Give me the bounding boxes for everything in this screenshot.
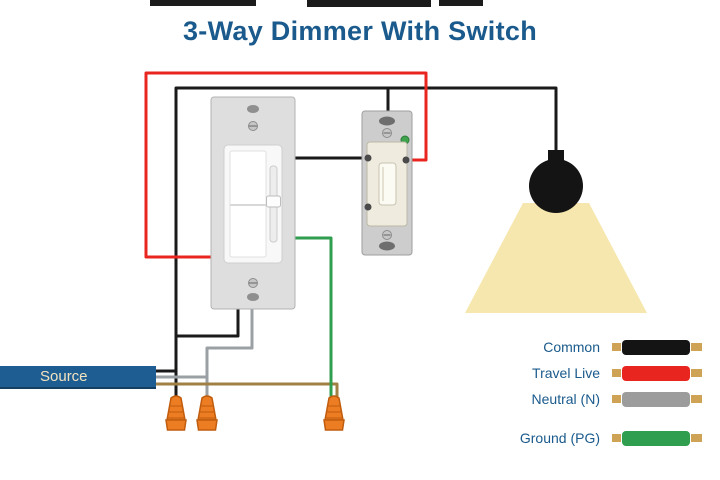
wire-nut-2 [196, 395, 218, 431]
lamp [465, 150, 647, 313]
wire-dimmer-black-tap [176, 306, 240, 338]
toggle-switch [361, 110, 413, 256]
legend-row-ground: Ground (PG) [520, 429, 702, 447]
bulb [529, 159, 583, 213]
wire-nut-3 [323, 395, 345, 431]
dimmer-mount-hole-bottom [247, 293, 259, 301]
source-bar: Source [0, 366, 156, 389]
legend-label: Travel Live [532, 365, 600, 381]
wire-travel-live-red [144, 71, 428, 259]
toggle-screw-bottom [382, 230, 392, 240]
legend-row-travel-live: Travel Live [532, 364, 702, 382]
top-edge-cropped-artifacts [150, 0, 483, 7]
legend-swatch [612, 430, 702, 446]
connector-nub-icon [691, 369, 702, 377]
connector-nub-icon [691, 434, 702, 442]
wire-ground-green [290, 236, 333, 402]
legend-row-common: Common [543, 338, 702, 356]
legend-wire-neutral [622, 391, 690, 407]
page-title: 3-Way Dimmer With Switch [182, 16, 537, 46]
wire-nut-1 [165, 395, 187, 431]
legend-wire-common [622, 339, 690, 355]
connector-nub-icon [612, 434, 621, 442]
legend-swatch [612, 365, 702, 381]
wire-common-black-main [174, 86, 558, 402]
legend-swatch [612, 339, 702, 355]
toggle-mount-slot-top [379, 116, 395, 126]
connector-nub-icon [612, 343, 621, 351]
dimmer-slider-knob [266, 195, 281, 208]
legend-wire-travel-live [622, 365, 690, 381]
dimmer-screw-top [248, 121, 258, 131]
toggle-terminal-left-bottom [364, 203, 372, 211]
toggle-terminal-left-top [364, 154, 372, 162]
toggle-terminal-right [402, 156, 410, 164]
legend-row-neutral: Neutral (N) [532, 390, 702, 408]
dimmer-screw-bottom [248, 278, 258, 288]
source-label: Source [40, 368, 88, 385]
wire-neutral-gray [205, 306, 254, 402]
connector-nub-icon [691, 343, 702, 351]
connector-nub-icon [612, 369, 621, 377]
legend-swatch [612, 391, 702, 407]
dimmer-switch [210, 96, 296, 310]
connector-nub-icon [612, 395, 621, 403]
dimmer-mount-hole-top [247, 105, 259, 113]
legend-label: Common [543, 339, 600, 355]
legend-label: Ground (PG) [519, 430, 600, 446]
connector-nub-icon [691, 395, 702, 403]
legend-wire-ground [622, 430, 690, 446]
toggle-screw-top [382, 128, 392, 138]
toggle-lever [378, 162, 397, 206]
light-cone [465, 203, 647, 313]
toggle-mount-slot-bottom [379, 241, 395, 251]
legend-label: Neutral (N) [531, 391, 600, 407]
